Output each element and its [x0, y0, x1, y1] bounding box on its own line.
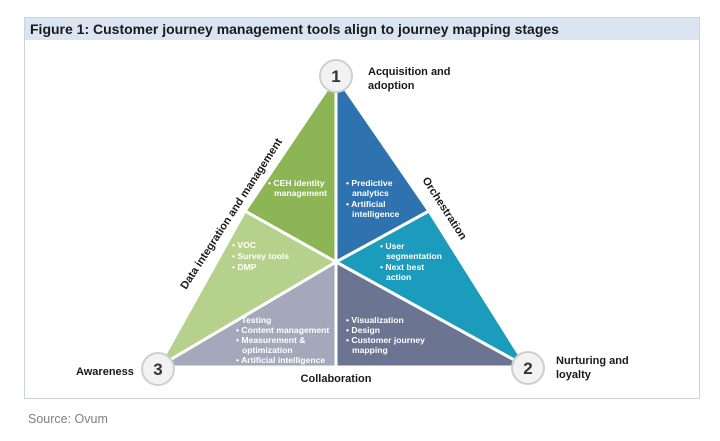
vertex-2-number: 2 [523, 359, 532, 378]
source-note: Source: Ovum [28, 412, 108, 426]
segment-bottom-right [334, 260, 529, 369]
vertex-3-label: Awareness [76, 366, 134, 378]
vertex-1: 1 [319, 59, 353, 93]
vertex-3-number: 3 [153, 360, 162, 379]
vertex-1-number: 1 [331, 67, 340, 86]
vertex-3: 3 [141, 352, 175, 386]
segment-top-left-text: • CEH identity management [268, 178, 327, 198]
segment-mid-right-text: • User segmentation • Next best action [380, 241, 444, 282]
segment-bottom-left-text: • Testing • Content management • Measure… [236, 315, 332, 365]
segment-top-right-text: • Predictive analytics • Artificial inte… [346, 178, 399, 219]
vertex-2-label: Nurturing and loyalty [556, 355, 632, 381]
figure-title: Figure 1: Customer journey management to… [30, 21, 559, 37]
vertex-1-label: Acquisition and adoption [368, 66, 454, 92]
segment-bottom-right-text: • Visualization • Design • Customer jour… [346, 315, 427, 355]
edge-label-bottom: Collaboration [301, 373, 372, 385]
segment-mid-left-text: • VOC • Survey tools • DMP [232, 240, 291, 272]
vertex-2: 2 [511, 351, 545, 385]
figure-title-bar: Figure 1: Customer journey management to… [25, 18, 699, 40]
